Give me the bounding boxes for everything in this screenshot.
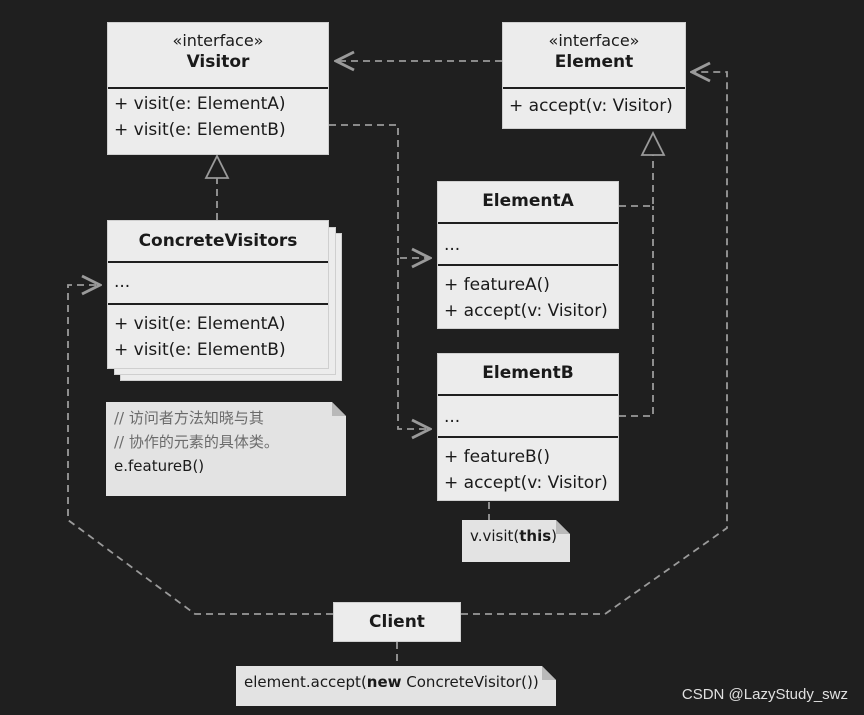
concrete-visitors-field: ... [114, 272, 131, 292]
element-method: + accept(v: Visitor) [509, 96, 673, 116]
visitor-note-comment: // 协作的元素的具体类。 [114, 433, 279, 451]
concrete-visitors-method: + visit(e: ElementA) [114, 314, 286, 334]
concrete-visitors-methods: + visit(e: ElementA) + visit(e: ElementB… [108, 311, 328, 363]
element-a-box: ElementA ... + featureA() + accept(v: Vi… [437, 181, 619, 329]
element-b-note-suffix: ) [551, 527, 558, 545]
client-box: Client [333, 602, 461, 642]
element-a-method: + featureA() [444, 275, 550, 295]
element-a-name: ElementA [482, 191, 574, 211]
visitor-methods: + visit(e: ElementA) + visit(e: ElementB… [108, 91, 328, 143]
client-note-prefix: element.accept( [244, 673, 367, 691]
visitor-name: Visitor [186, 52, 250, 72]
element-b-header: ElementB [438, 354, 618, 394]
element-b-note: v.visit(this) [462, 520, 570, 562]
visitor-note-code: e.featureB() [114, 457, 205, 475]
visitor-interface-box: «interface» Visitor + visit(e: ElementA)… [107, 22, 329, 155]
visitor-realization-triangle [204, 153, 230, 179]
concrete-visitors-method: + visit(e: ElementB) [114, 340, 286, 360]
client-note-suffix: ConcreteVisitor()) [401, 673, 539, 691]
element-a-field: ... [444, 235, 461, 255]
element-b-name: ElementB [482, 363, 574, 383]
element-a-header: ElementA [438, 182, 618, 222]
element-b-note-keyword: this [519, 527, 552, 545]
client-note: element.accept(new ConcreteVisitor()) [236, 666, 556, 706]
visitor-depends-element-b [397, 258, 430, 429]
visitor-header: «interface» Visitor [108, 23, 328, 87]
element-a-methods: + featureA() + accept(v: Visitor) [438, 272, 618, 324]
element-methods: + accept(v: Visitor) [503, 93, 685, 119]
element-b-fields: ... [438, 404, 618, 430]
visitor-note-comment: // 访问者方法知晓与其 [114, 409, 264, 427]
concrete-visitors-header: ConcreteVisitors [108, 221, 328, 261]
visitor-stereotype: «interface» [172, 31, 264, 50]
element-b-method: + featureB() [444, 447, 550, 467]
element-header: «interface» Element [503, 23, 685, 87]
visitor-note: // 访问者方法知晓与其 // 协作的元素的具体类。 e.featureB() [106, 402, 346, 496]
client-name: Client [369, 612, 425, 632]
client-depends-concrete-visitors [67, 285, 333, 615]
element-realization-triangle [640, 130, 666, 156]
client-depends-element [461, 72, 728, 615]
concrete-visitors-fields: ... [108, 269, 328, 295]
element-a-realizes-element [619, 155, 654, 207]
element-b-method: + accept(v: Visitor) [444, 473, 608, 493]
element-b-note-prefix: v.visit( [470, 527, 520, 545]
visitor-method: + visit(e: ElementB) [114, 120, 286, 140]
visitor-method: + visit(e: ElementA) [114, 94, 286, 114]
client-note-keyword: new [366, 673, 402, 691]
element-stereotype: «interface» [548, 31, 640, 50]
visitor-depends-elements [329, 124, 430, 258]
element-interface-box: «interface» Element + accept(v: Visitor) [502, 22, 686, 129]
watermark: CSDN @LazyStudy_swz [681, 686, 848, 703]
element-b-realizes-element [619, 206, 654, 417]
concrete-visitors-name: ConcreteVisitors [138, 231, 298, 251]
element-b-box: ElementB ... + featureB() + accept(v: Vi… [437, 353, 619, 501]
element-b-methods: + featureB() + accept(v: Visitor) [438, 444, 618, 496]
element-name: Element [554, 52, 634, 72]
element-a-fields: ... [438, 232, 618, 258]
element-b-field: ... [444, 407, 461, 427]
concrete-visitors-box: ConcreteVisitors ... + visit(e: ElementA… [107, 220, 329, 369]
element-a-method: + accept(v: Visitor) [444, 301, 608, 321]
